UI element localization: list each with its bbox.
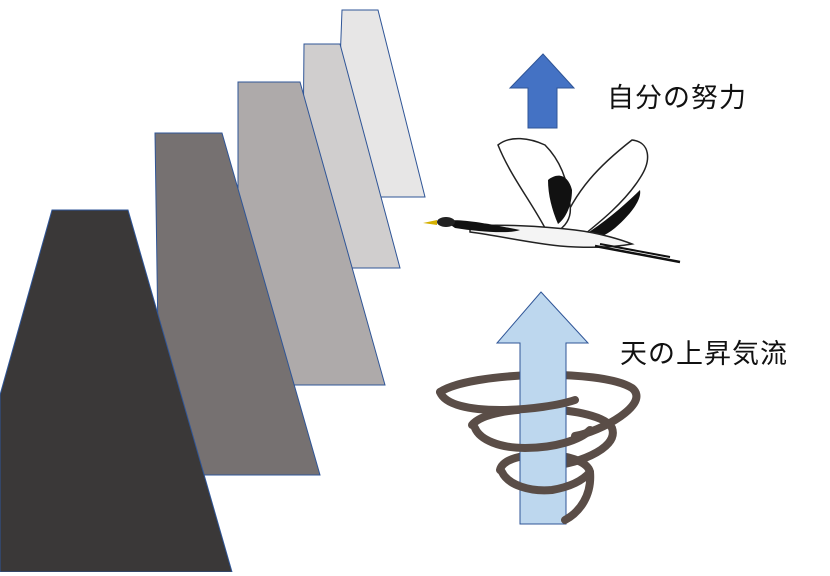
crane-icon: [423, 137, 681, 264]
effort-label: 自分の努力: [607, 83, 747, 114]
effort-arrow-icon: [508, 53, 576, 129]
spiral-wind-icon-front: [436, 388, 595, 524]
updraft-label: 天の上昇気流: [620, 339, 788, 370]
